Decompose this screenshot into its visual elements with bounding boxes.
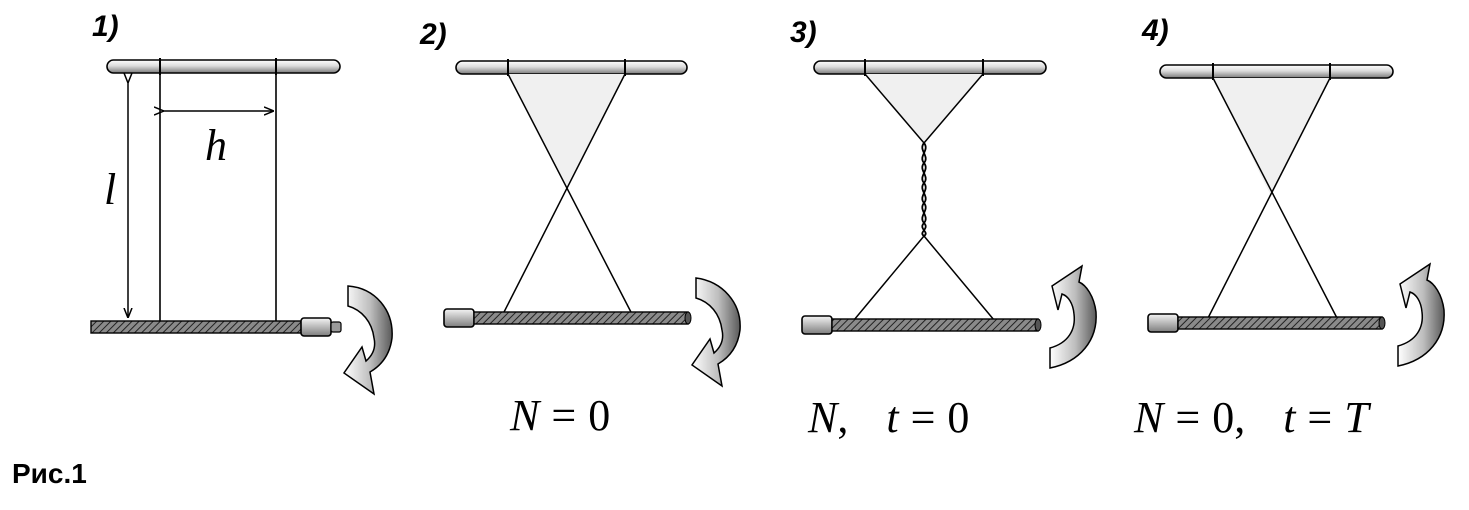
panel-caption: N,t=0 — [807, 393, 969, 442]
crossed-threads — [501, 73, 634, 317]
spacing-dimension: h — [163, 111, 273, 170]
pendulum-bar — [1147, 313, 1386, 333]
rotation-arrow-counterclockwise-icon — [1397, 262, 1445, 367]
panel-1: 1) l h — [90, 10, 393, 396]
panel-number: 4) — [1141, 14, 1169, 47]
panel-number: 2) — [419, 18, 447, 51]
twisted-threads — [853, 73, 995, 321]
suspension-rod — [106, 58, 341, 75]
suspension-rod — [813, 59, 1047, 76]
length-label: l — [104, 165, 116, 214]
rotation-arrow-counterclockwise-icon — [1049, 264, 1097, 369]
pendulum-bar — [443, 308, 692, 328]
rotation-arrow-clockwise-icon — [690, 277, 741, 388]
pendulum-bar — [801, 315, 1042, 335]
suspension-rod — [1159, 63, 1394, 80]
spacing-label: h — [205, 121, 227, 170]
pendulum-bar — [90, 317, 342, 337]
crossed-threads — [1206, 77, 1339, 321]
suspension-rod — [455, 59, 688, 76]
figure-label: Рис.1 — [12, 458, 87, 489]
length-dimension: l — [104, 82, 128, 317]
panel-caption: N=0,t=T — [1133, 393, 1372, 442]
panel-3: 3) N,t=0 — [790, 16, 1097, 442]
rotation-arrow-clockwise-icon — [342, 285, 393, 396]
panel-number: 1) — [92, 10, 119, 43]
panel-4: 4) N=0,t=T — [1133, 14, 1445, 442]
panel-number: 3) — [790, 16, 817, 49]
panel-2: 2) N=0 — [419, 18, 741, 440]
panel-caption: N=0 — [509, 391, 610, 440]
